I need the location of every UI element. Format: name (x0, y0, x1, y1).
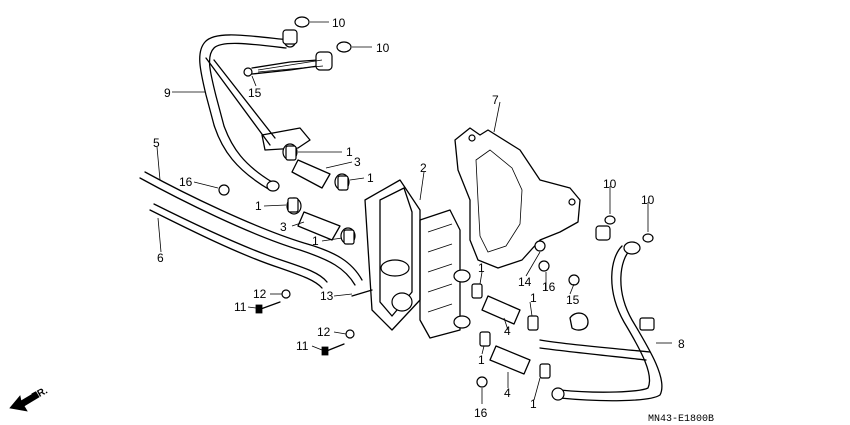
callout-10c: 10 (603, 177, 617, 191)
hose-4-lower (489, 345, 531, 375)
hose-5 (139, 171, 363, 286)
callout-1e: 1 (478, 261, 485, 275)
callout-15b: 15 (566, 293, 580, 307)
callout-1d: 1 (312, 234, 319, 248)
callout-4b: 4 (504, 386, 511, 400)
callout-16b: 16 (542, 280, 556, 294)
oil-cooler-2 (364, 179, 471, 339)
front-direction-label: FR. (30, 385, 50, 402)
callout-2: 2 (420, 161, 427, 175)
callout-1f: 1 (530, 291, 537, 305)
pipe-9 (199, 32, 311, 192)
plate-7 (454, 127, 581, 269)
callout-15a: 15 (248, 86, 262, 100)
hose-6 (149, 203, 328, 289)
hose-clamps (285, 145, 551, 379)
callout-11a: 11 (234, 300, 247, 314)
callout-8: 8 (678, 337, 685, 351)
callout-labels: 10 10 15 9 1 3 1 5 16 1 3 1 6 2 7 10 10 … (30, 16, 714, 425)
hose-4-upper (481, 295, 521, 325)
front-direction-arrow (9, 391, 40, 412)
callout-3b: 3 (280, 220, 287, 234)
upper-fittings (243, 16, 352, 77)
fasteners (218, 184, 654, 388)
callout-16c: 16 (474, 406, 488, 420)
callout-10a: 10 (332, 16, 346, 30)
callout-13: 13 (320, 289, 334, 303)
callout-6: 6 (157, 251, 164, 265)
callout-4a: 4 (504, 324, 511, 338)
leader-lines (156, 21, 672, 404)
callout-3a: 3 (354, 155, 361, 169)
callout-1b: 1 (367, 171, 374, 185)
callout-1g: 1 (478, 353, 485, 367)
callout-11b: 11 (296, 339, 309, 353)
callout-1a: 1 (346, 145, 353, 159)
callout-14: 14 (518, 275, 532, 289)
callout-12a: 12 (253, 287, 267, 301)
callout-10b: 10 (376, 41, 390, 55)
callout-5: 5 (153, 136, 160, 150)
callout-10d: 10 (641, 193, 655, 207)
diagram-code: MN43-E1800B (648, 414, 714, 425)
callout-7: 7 (492, 93, 499, 107)
pipe-8 (539, 241, 663, 402)
callout-1c: 1 (255, 199, 262, 213)
callout-12b: 12 (317, 325, 331, 339)
callout-9: 9 (164, 86, 171, 100)
callout-16a: 16 (179, 175, 193, 189)
callout-1h: 1 (530, 397, 537, 411)
